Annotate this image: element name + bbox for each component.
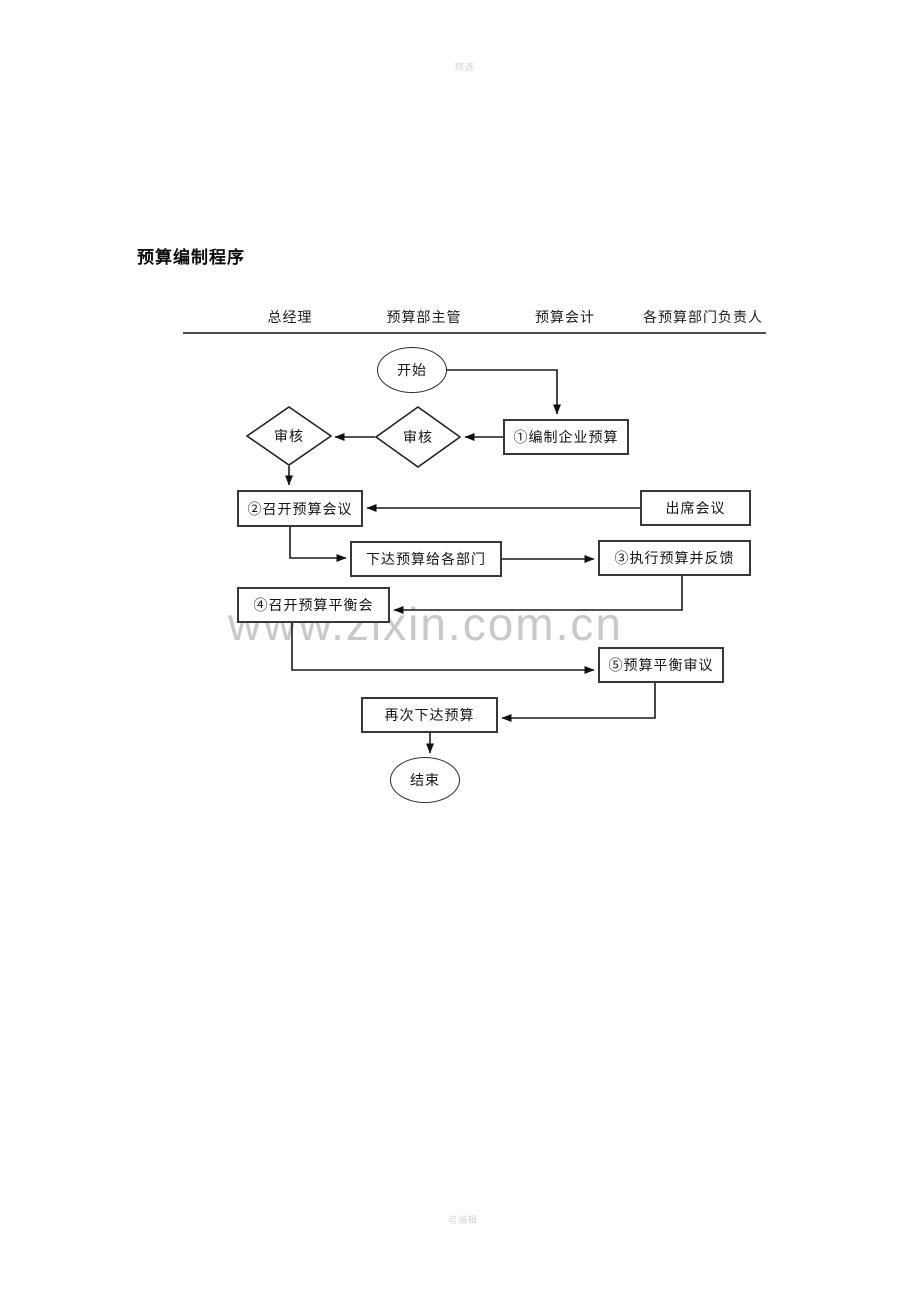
diamond-shape — [246, 406, 332, 466]
flow-node-attend-meeting-label: 出席会议 — [665, 502, 726, 517]
flow-node-review-gm: 审核 — [246, 406, 332, 466]
flow-node-review-supervisor-label: 审核 — [403, 431, 433, 446]
flow-node-issue-budget: 下达预算给各部门 — [350, 541, 502, 577]
flow-node-prepare-budget: ①编制企业预算 — [503, 419, 629, 455]
flow-node-reissue-budget-label: 再次下达预算 — [384, 709, 475, 724]
flow-node-issue-budget-label: 下达预算给各部门 — [366, 553, 486, 568]
lane-header-department-heads: 各预算部门负责人 — [643, 311, 763, 326]
flow-node-balance-meeting-label: ④召开预算平衡会 — [253, 599, 374, 614]
lane-header-budget-accountant: 预算会计 — [535, 311, 595, 326]
diamond-shape — [375, 406, 461, 468]
flow-node-hold-budget-meeting: ②召开预算会议 — [237, 490, 363, 527]
flow-node-balance-review-label: ⑤预算平衡审议 — [608, 659, 714, 674]
flow-node-balance-meeting: ④召开预算平衡会 — [237, 587, 390, 623]
flow-node-end-label: 结束 — [410, 774, 440, 789]
flow-node-hold-budget-meeting-label: ②召开预算会议 — [247, 502, 353, 518]
lane-header-general-manager: 总经理 — [267, 311, 313, 326]
flow-node-review-supervisor: 审核 — [375, 406, 461, 468]
flow-node-start: 开始 — [377, 347, 447, 393]
flow-node-reissue-budget: 再次下达预算 — [361, 697, 498, 733]
flow-node-prepare-budget-label: ①编制企业预算 — [513, 431, 619, 446]
flow-node-end: 结束 — [390, 757, 460, 803]
flow-node-execute-feedback: ③执行预算并反馈 — [598, 540, 751, 576]
flow-node-attend-meeting: 出席会议 — [640, 490, 751, 526]
flow-node-balance-review: ⑤预算平衡审议 — [598, 647, 724, 683]
top-faint-mark: 精选 — [455, 62, 476, 72]
flow-node-execute-feedback-label: ③执行预算并反馈 — [614, 552, 735, 567]
page-title: 预算编制程序 — [137, 248, 245, 267]
flow-node-review-gm-label: 审核 — [274, 430, 304, 445]
lane-header-rule — [183, 332, 766, 334]
bottom-faint-mark: 可编辑 — [448, 1215, 479, 1225]
flow-node-start-label: 开始 — [397, 364, 427, 379]
lane-header-budget-supervisor: 预算部主管 — [386, 311, 462, 326]
